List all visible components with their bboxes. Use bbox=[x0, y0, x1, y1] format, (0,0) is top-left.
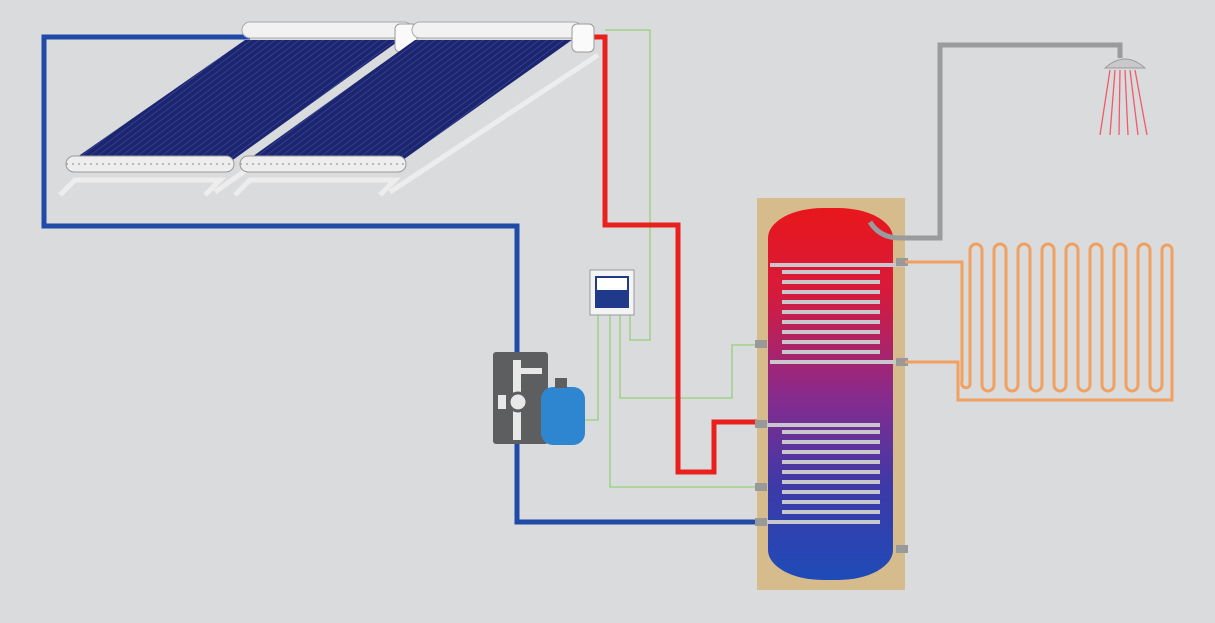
hot-flow-pipe bbox=[588, 34, 762, 475]
pump-station bbox=[493, 352, 585, 445]
storage-tank bbox=[755, 198, 908, 590]
tank-middle-sensor-wire bbox=[619, 315, 760, 399]
collector-sensor-wire bbox=[605, 29, 651, 341]
expansion-vessel bbox=[541, 387, 585, 445]
solar-controller bbox=[589, 269, 635, 316]
solar-collector-2 bbox=[233, 21, 600, 197]
upper-coil bbox=[770, 263, 905, 364]
lower-coil bbox=[760, 423, 880, 524]
radiator bbox=[905, 242, 1174, 402]
water-spray bbox=[1099, 69, 1148, 136]
shower bbox=[867, 42, 1148, 241]
cold-return-pipe bbox=[41, 34, 762, 525]
tank-bottom-sensor-wire bbox=[609, 315, 760, 488]
